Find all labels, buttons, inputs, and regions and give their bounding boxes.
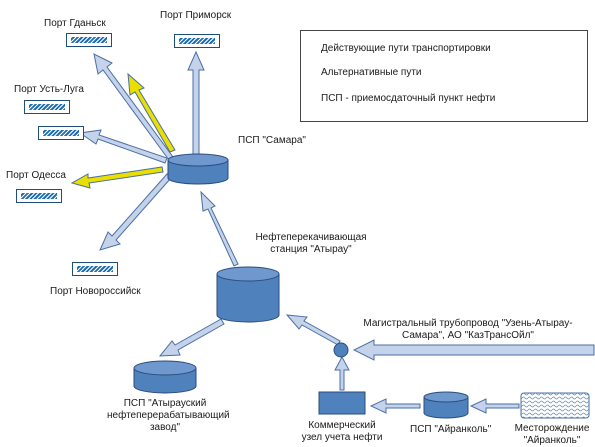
arrow-junction-to-atyrau bbox=[285, 314, 341, 346]
refinery-label-line2: нефтеперерабатывающий bbox=[107, 410, 230, 421]
arrow-airankol-to-metering bbox=[369, 398, 421, 414]
arrow-samara-to-ust-luga-alt bbox=[127, 72, 176, 153]
legend-psp-note: ПСП - приемосдаточный пункт нефти bbox=[321, 93, 496, 104]
field-label-line1: Месторождение bbox=[514, 423, 590, 434]
tank-atyrau-station bbox=[216, 266, 280, 323]
port-gdansk-box bbox=[66, 33, 112, 47]
atyrau-station-label-line2: станция "Атырау" bbox=[270, 244, 352, 255]
field-label-line2: "Айранколь" bbox=[523, 435, 581, 446]
atyrau-station-label-line1: Нефтеперекачивающая bbox=[255, 232, 367, 243]
oil-field-box bbox=[520, 392, 590, 419]
legend-alternative-label: Альтернативные пути bbox=[321, 67, 422, 78]
metering-unit-box bbox=[318, 391, 366, 415]
atyrau-station-label: Нефтеперекачивающая станция "Атырау" bbox=[252, 232, 370, 256]
arrow-samara-to-novorossiysk bbox=[99, 173, 172, 251]
port-ust-luga-label: Порт Усть-Луга bbox=[14, 84, 84, 95]
field-label: Месторождение "Айранколь" bbox=[510, 423, 594, 447]
port-primorsk-label: Порт Приморск bbox=[160, 10, 232, 21]
arrow-field-to-airankol bbox=[469, 398, 520, 414]
port-odessa-box bbox=[16, 189, 62, 203]
arrow-samara-to-gdansk bbox=[93, 53, 174, 161]
port-novorossiysk-box bbox=[72, 262, 118, 276]
pipeline-junction bbox=[333, 342, 349, 358]
refinery-label: ПСП "Атырауский нефтеперерабатывающий за… bbox=[107, 398, 230, 434]
arrow-atyrau-to-samara bbox=[200, 190, 239, 267]
refinery-label-line3: завод" bbox=[149, 422, 181, 433]
arrow-pipeline-to-junction bbox=[352, 339, 595, 361]
legend-box: Действующие пути транспортировки Альтерн… bbox=[300, 30, 588, 122]
refinery-label-line1: ПСП "Атырауский bbox=[123, 398, 207, 409]
port-primorsk-box bbox=[174, 34, 220, 48]
pipeline-label-line1: Магистральный трубопровод "Узень-Атырау- bbox=[363, 318, 573, 329]
metering-label-line2: узел учета нефти bbox=[301, 432, 383, 443]
arrow-samara-to-odessa-alt bbox=[70, 166, 164, 189]
port-novorossiysk-label: Порт Новороссийск bbox=[50, 286, 141, 297]
tank-refinery bbox=[133, 360, 197, 394]
arrow-metering-to-junction bbox=[334, 355, 350, 391]
port-mid-box bbox=[38, 126, 84, 140]
tank-psp-airankol bbox=[423, 391, 469, 419]
port-ust-luga-box bbox=[24, 100, 70, 114]
pipeline-label: Магистральный трубопровод "Узень-Атырау-… bbox=[358, 318, 578, 342]
pipeline-label-line2: Самара", АО "КазТрансОйл" bbox=[402, 330, 534, 341]
port-odessa-label: Порт Одесса bbox=[6, 170, 66, 181]
metering-label: Коммерческий узел учета нефти bbox=[300, 420, 384, 444]
arrow-samara-to-primorsk bbox=[187, 50, 205, 156]
psp-samara-label: ПСП "Самара" bbox=[238, 135, 306, 146]
arrow-atyrau-to-refinery bbox=[158, 318, 225, 357]
arrow-samara-to-port-mid bbox=[78, 129, 168, 164]
legend-active-label: Действующие пути транспортировки bbox=[321, 43, 491, 54]
tank-psp-samara bbox=[167, 153, 229, 185]
metering-label-line1: Коммерческий bbox=[308, 420, 376, 431]
psp-airankol-label: ПСП "Айранколь" bbox=[410, 424, 492, 435]
port-gdansk-label: Порт Гданьск bbox=[44, 18, 106, 29]
